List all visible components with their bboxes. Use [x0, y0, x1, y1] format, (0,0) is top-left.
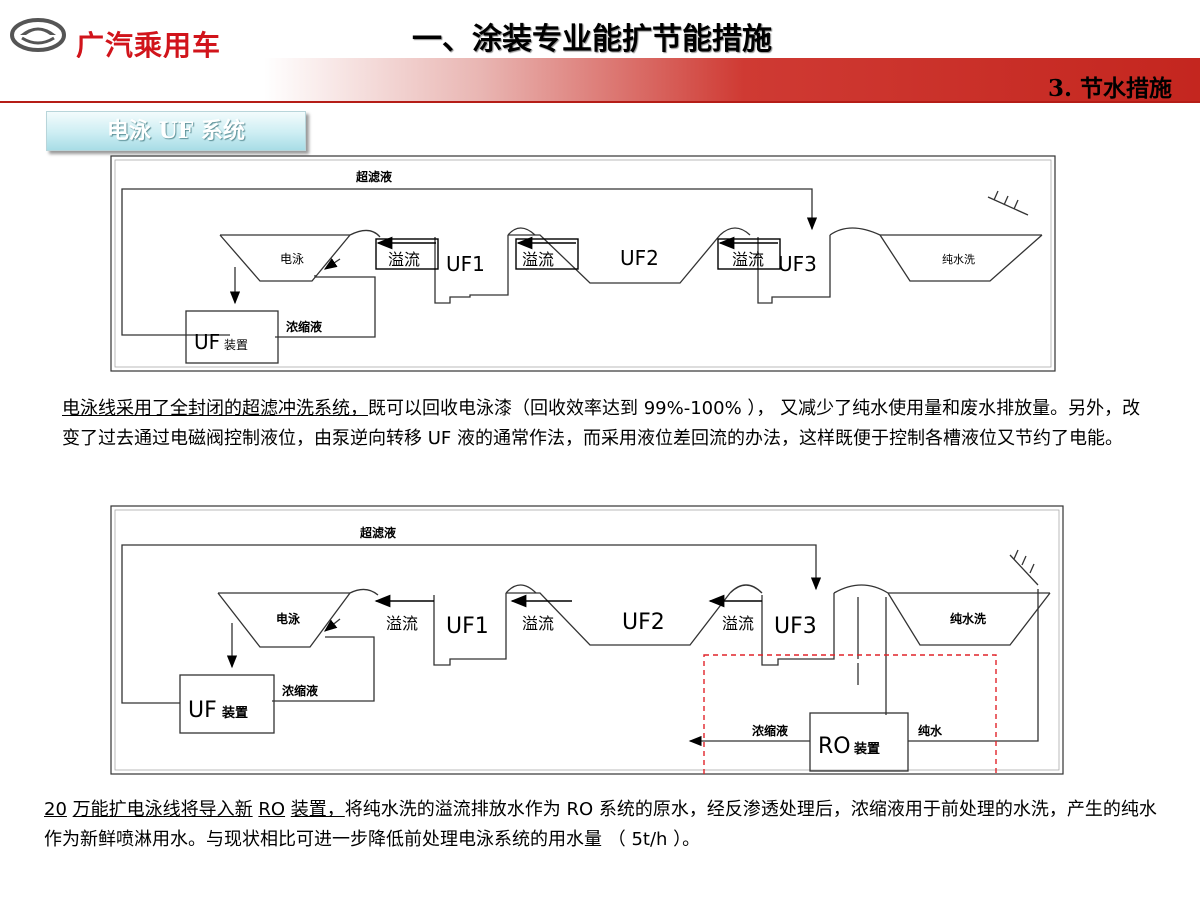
uf-system-diagram: 超滤液 电泳 溢流 溢流 溢流 UF1 UF2 UF3 纯水洗 UF 装置 浓缩… — [110, 155, 1056, 372]
uf-device-label-uf: UF — [194, 330, 220, 354]
pure-rinse-tank — [879, 234, 1043, 282]
concentrate-label: 浓缩液 — [282, 683, 318, 698]
overflow-box-2 — [515, 238, 579, 270]
concentrate-label: 浓缩液 — [286, 319, 322, 334]
paragraph-uf-body: 既可以回收电泳漆（回收效率达到 99%-100% ）， 又减少了纯水使用量和废水… — [62, 398, 1141, 449]
paragraph-ro-system: 20 万能扩电泳线将导入新 RO 装置，将纯水洗的溢流排放水作为 RO 系统的原… — [44, 795, 1164, 855]
gac-emblem-icon — [10, 18, 66, 52]
uf3-tank — [761, 593, 835, 666]
overflow-label-1: 溢流 — [388, 250, 420, 269]
ro-device-label-cn: 装置 — [853, 741, 880, 757]
uf2-tank — [508, 234, 721, 284]
paragraph-uf-system: 电泳线采用了全封闭的超滤冲洗系统，既可以回收电泳漆（回收效率达到 99%-100… — [62, 394, 1142, 454]
pure-rinse-label: 纯水洗 — [942, 253, 975, 266]
ultrafiltrate-label: 超滤液 — [359, 525, 396, 540]
ro-device — [809, 712, 909, 772]
diagram-frame — [110, 505, 1064, 775]
uf-device — [185, 310, 279, 364]
paragraph-ro-highlight-2: RO — [258, 799, 286, 820]
uf2-tank — [506, 592, 731, 646]
header-bar — [0, 58, 1200, 102]
ed-tank — [219, 234, 351, 282]
pure-rinse-tank — [887, 592, 1051, 646]
ultrafiltrate-line — [121, 544, 822, 704]
uf1-tank — [434, 235, 509, 304]
uf1-label: UF1 — [446, 614, 489, 639]
ultrafiltrate-line — [121, 188, 818, 336]
section-tab-label: 电泳 UF 系统 — [106, 118, 246, 144]
ed-tank-label: 电泳 — [276, 611, 301, 626]
uf-device — [179, 674, 275, 734]
diagram-frame — [110, 155, 1056, 372]
uf3-label: UF3 — [774, 614, 817, 639]
overflow-label-2: 溢流 — [522, 250, 554, 269]
section-subtitle: 3. 节水措施 — [1047, 75, 1172, 102]
overflow-label-3: 溢流 — [722, 614, 754, 633]
section-tab: 电泳 UF 系统 — [46, 111, 306, 151]
uf-device-label-uf: UF — [188, 698, 217, 723]
paragraph-ro-number: 20 — [44, 799, 67, 820]
paragraph-ro-body: 将纯水洗的溢流排放水作为 RO 系统的原水，经反渗透处理后，浓缩液用于前处理的水… — [44, 799, 1157, 850]
paragraph-ro-highlight-1: 万能扩电泳线将导入新 — [72, 799, 253, 820]
brand-logo: 广汽乘用车 — [10, 14, 240, 62]
paragraph-uf-highlight: 电泳线采用了全封闭的超滤冲洗系统， — [62, 398, 368, 419]
overflow-label-2: 溢流 — [522, 614, 554, 633]
ro-system-diagram: 超滤液 电泳 溢流 溢流 溢流 UF1 UF2 UF3 纯水洗 UF 装置 浓缩… — [110, 505, 1064, 788]
overflow-label-1: 溢流 — [386, 614, 418, 633]
uf1-tank — [433, 593, 507, 666]
ro-device-label-ro: RO — [818, 734, 851, 759]
brand-name: 广汽乘用车 — [76, 29, 222, 62]
uf3-label: UF3 — [778, 252, 817, 276]
uf1-label: UF1 — [446, 252, 485, 276]
ed-tank-label: 电泳 — [280, 252, 304, 266]
ro-concentrate-label: 浓缩液 — [752, 723, 788, 738]
ultrafiltrate-label: 超滤液 — [355, 169, 392, 184]
uf2-label: UF2 — [622, 610, 665, 635]
page-title: 一、涂装专业能扩节能措施 — [412, 22, 772, 57]
pure-water-label: 纯水 — [918, 723, 943, 738]
overflow-label-3: 溢流 — [732, 250, 764, 269]
pure-rinse-label: 纯水洗 — [950, 611, 986, 626]
overflow-box-1 — [375, 238, 439, 270]
uf2-label: UF2 — [620, 246, 659, 270]
uf-device-label-cn: 装置 — [221, 705, 248, 721]
header-divider — [0, 101, 1200, 103]
overflow-box-3 — [717, 238, 781, 270]
uf-device-label-cn: 装置 — [224, 338, 248, 352]
paragraph-ro-highlight-3: 装置， — [290, 799, 345, 820]
uf3-tank — [757, 235, 831, 304]
